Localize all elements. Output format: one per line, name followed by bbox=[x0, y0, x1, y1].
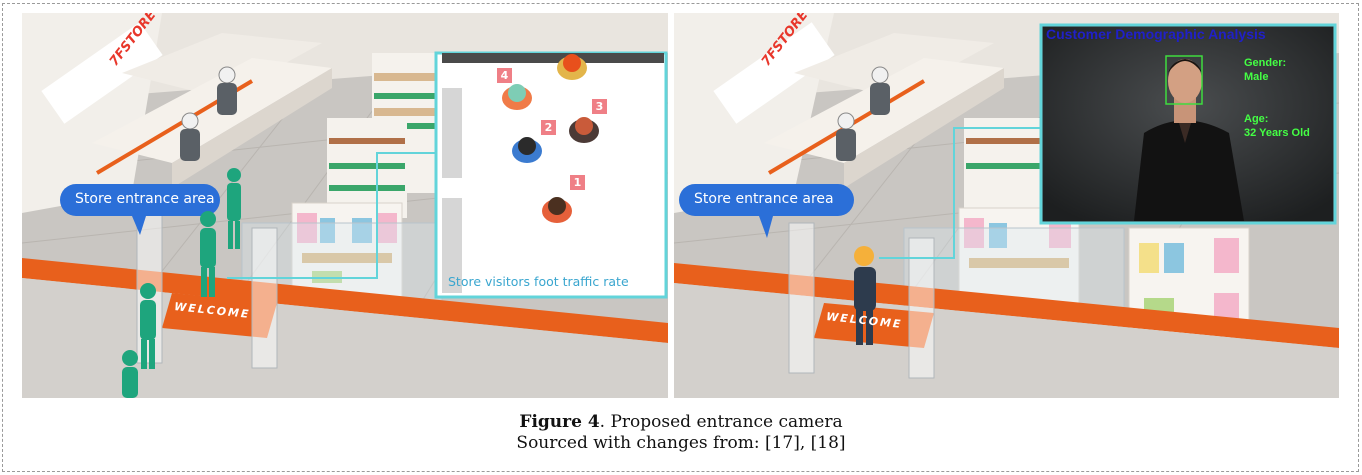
foot-traffic-caption: Store visitors foot traffic rate bbox=[448, 274, 629, 289]
visitor-4-topdown bbox=[502, 84, 532, 110]
figure-label: Figure 4 bbox=[519, 412, 600, 432]
customer-photo bbox=[1134, 59, 1244, 221]
figure-title: . Proposed entrance camera bbox=[599, 412, 843, 432]
demographics-illustration: 7FSTORE Store entrance area WELCOME Cust… bbox=[674, 13, 1339, 398]
visitor-badge-1: 1 bbox=[570, 175, 585, 190]
age-label: Age: bbox=[1244, 113, 1269, 125]
caption-title-line: Figure 4. Proposed entrance camera bbox=[0, 412, 1362, 433]
visitor-badge-2: 2 bbox=[541, 120, 556, 135]
figure-frame bbox=[2, 3, 1359, 472]
face-detection-box bbox=[1165, 55, 1203, 105]
store-scene-right bbox=[674, 13, 1339, 398]
visitor-badge-4: 4 bbox=[497, 68, 512, 83]
entrance-label-left: Store entrance area bbox=[75, 191, 215, 207]
figure-caption: Figure 4. Proposed entrance camera Sourc… bbox=[0, 412, 1362, 454]
visitor-figures-left bbox=[122, 168, 241, 398]
foot-traffic-illustration: 7FSTORE Store entrance area WELCOME Stor… bbox=[22, 13, 668, 398]
analysis-title: Customer Demographic Analysis bbox=[1046, 26, 1266, 42]
gender-label: Gender: bbox=[1244, 57, 1287, 69]
visitor-badge-3: 3 bbox=[592, 99, 607, 114]
figure-source: Sourced with changes from: [17], [18] bbox=[516, 433, 846, 453]
store-scene-left bbox=[22, 13, 668, 398]
entrance-label-right: Store entrance area bbox=[694, 191, 834, 207]
customer-figure bbox=[854, 246, 876, 345]
age-value: 32 Years Old bbox=[1244, 127, 1310, 139]
gender-value: Male bbox=[1244, 71, 1269, 83]
